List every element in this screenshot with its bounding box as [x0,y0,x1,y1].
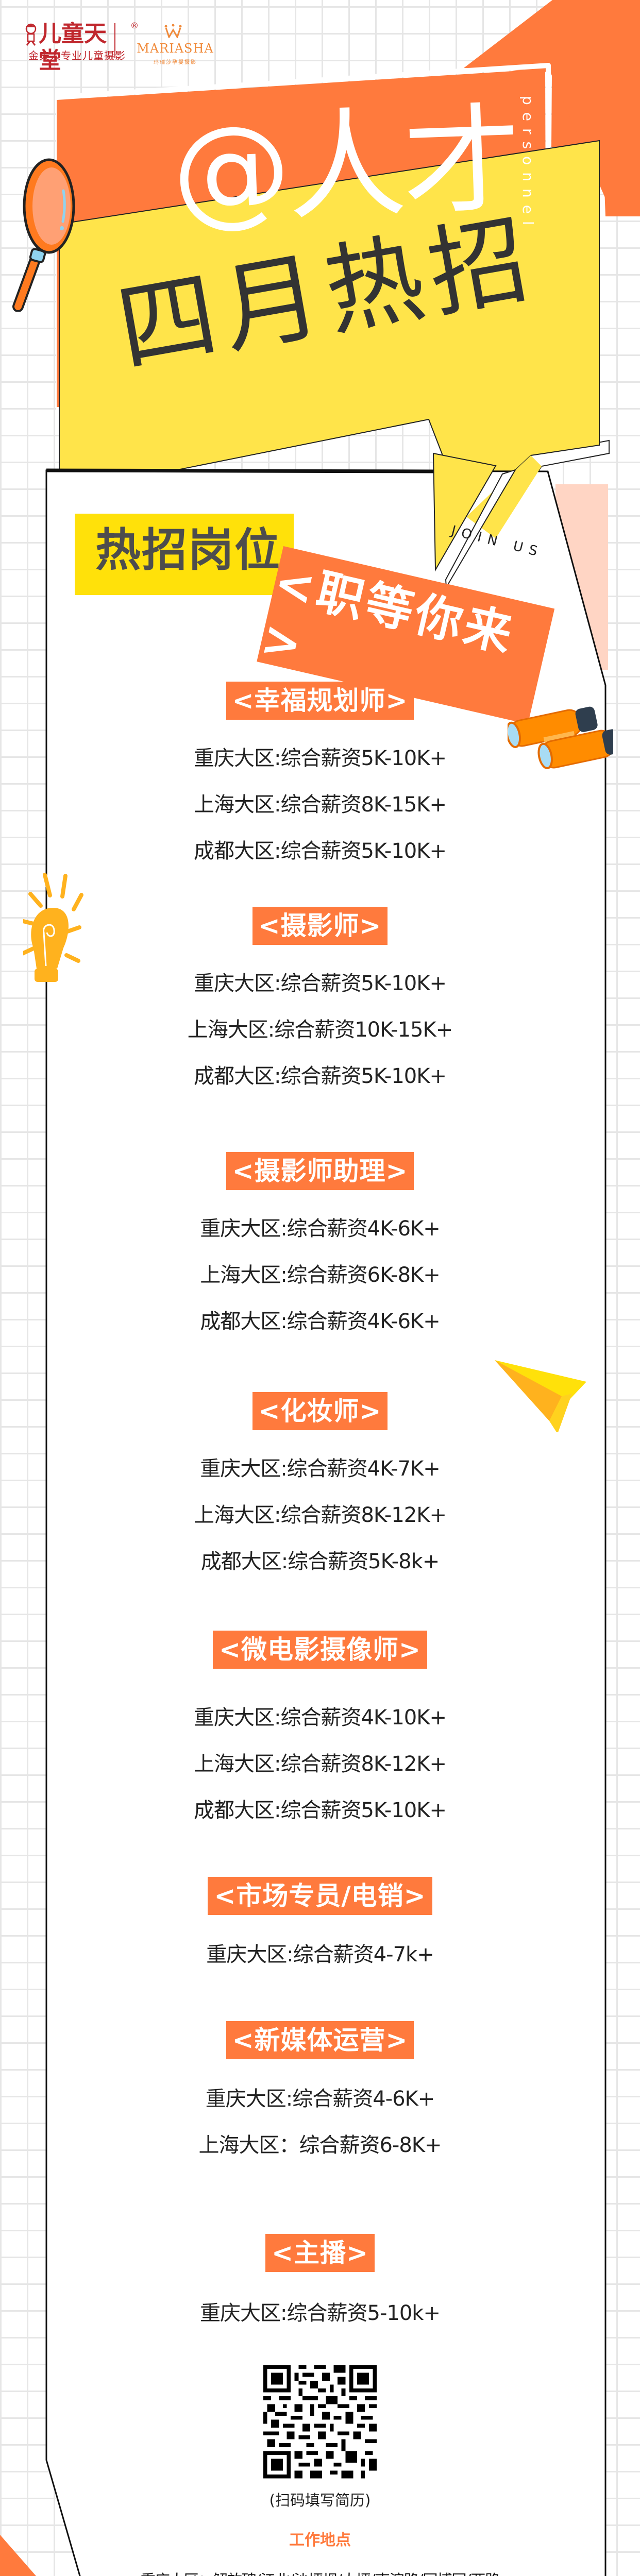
job-section: <新媒体运营> 重庆大区:综合薪资4-6K+ 上海大区：综合薪资6-8K+ [0,2021,640,2168]
cartoon-kid-icon [25,23,37,46]
job-section: <化妆师> 重庆大区:综合薪资4K-7K+ 上海大区:综合薪资8K-12K+ 成… [0,1392,640,1585]
salary-line: 重庆大区:综合薪资5K-10K+ [193,747,447,770]
hot-positions-label: 热招岗位 [95,523,281,577]
salary-line: 重庆大区:综合薪资5K-10K+ [193,972,447,995]
personnel-label: personnel [519,96,536,232]
salary-line: 成都大区:综合薪资5K-10K+ [193,1799,447,1822]
salary-line: 成都大区:综合薪资5K-8k+ [200,1550,440,1573]
job-section: <幸福规划师> 重庆大区:综合薪资5K-10K+ 上海大区:综合薪资8K-15K… [0,682,640,874]
job-title: <化妆师> [252,1392,388,1430]
job-section: <摄影师助理> 重庆大区:综合薪资4K-6K+ 上海大区:综合薪资6K-8K+ … [0,1152,640,1345]
job-section: <微电影摄像师> 重庆大区:综合薪资4K-10K+ 上海大区:综合薪资8K-12… [0,1631,640,1834]
salary-line: 成都大区:综合薪资4K-6K+ [200,1310,441,1333]
job-title: <主播> [265,2234,375,2272]
brand-tagline: 金夫人专业儿童摄影 [28,49,126,62]
salary-line: 重庆大区:综合薪资4K-10K+ [193,1706,447,1730]
salary-line: 重庆大区:综合薪资4K-7K+ [200,1457,441,1481]
job-section: <摄影师> 重庆大区:综合薪资5K-10K+ 上海大区:综合薪资10K-15K+… [0,907,640,1099]
salary-line: 上海大区:综合薪资8K-12K+ [193,1752,447,1776]
salary-line: 上海大区:综合薪资10K-15K+ [187,1018,453,1042]
job-title: <摄影师助理> [226,1152,414,1190]
salary-line: 上海大区:综合薪资6K-8K+ [200,1263,441,1287]
job-title: <摄影师> [252,907,388,945]
salary-line: 上海大区:综合薪资8K-12K+ [193,1503,447,1527]
salary-line: 重庆大区:综合薪资4K-6K+ [200,1217,441,1241]
salary-line: 上海大区：综合薪资6-8K+ [198,2133,442,2157]
job-section: <主播> 重庆大区:综合薪资5-10k+ [0,2234,640,2336]
crown-icon [164,24,182,38]
salary-line: 重庆大区:综合薪资4-7k+ [206,1943,434,1967]
location-line: 重庆大区：解放碑/江北/沙坪坝/大坪/南滨路/园博园/两路 [0,2568,640,2576]
job-title: <新媒体运营> [226,2021,414,2059]
qr-code[interactable] [263,2364,377,2480]
locations-title: 工作地点 [289,2531,351,2549]
job-title: <幸福规划师> [226,682,414,720]
paper-plane-icon [495,1360,586,1432]
brand-logo-children-paradise: 儿童天堂 ® 金夫人专业儿童摄影 [23,21,139,74]
job-title: <微电影摄像师> [213,1631,427,1669]
lightbulb-icon [23,873,83,982]
logo-divider [114,23,115,58]
salary-line: 重庆大区:综合薪资5-10k+ [200,2301,441,2325]
qr-caption: (扫码填写简历) [269,2492,371,2509]
binoculars-icon [508,706,613,769]
job-title: <市场专员/电销> [208,1877,432,1915]
salary-line: 成都大区:综合薪资5K-10K+ [193,1064,447,1088]
partner-name: MARIASHA [137,41,214,56]
partner-tagline: 玛瑞莎孕婴摄影 [154,60,197,65]
salary-line: 重庆大区:综合薪资4-6K+ [205,2087,435,2111]
job-section: <市场专员/电销> 重庆大区:综合薪资4-7k+ [0,1877,640,1978]
brand-logo-text: 儿童天堂 [39,21,107,74]
registered-mark: ® [130,21,139,30]
salary-line: 上海大区:综合薪资8K-15K+ [193,793,447,817]
salary-line: 成都大区:综合薪资5K-10K+ [193,839,447,863]
magnifier-icon [12,158,75,312]
partner-logo-mariasha: MARIASHA 玛瑞莎孕婴摄影 [124,22,227,65]
hot-positions-badge [75,514,294,595]
